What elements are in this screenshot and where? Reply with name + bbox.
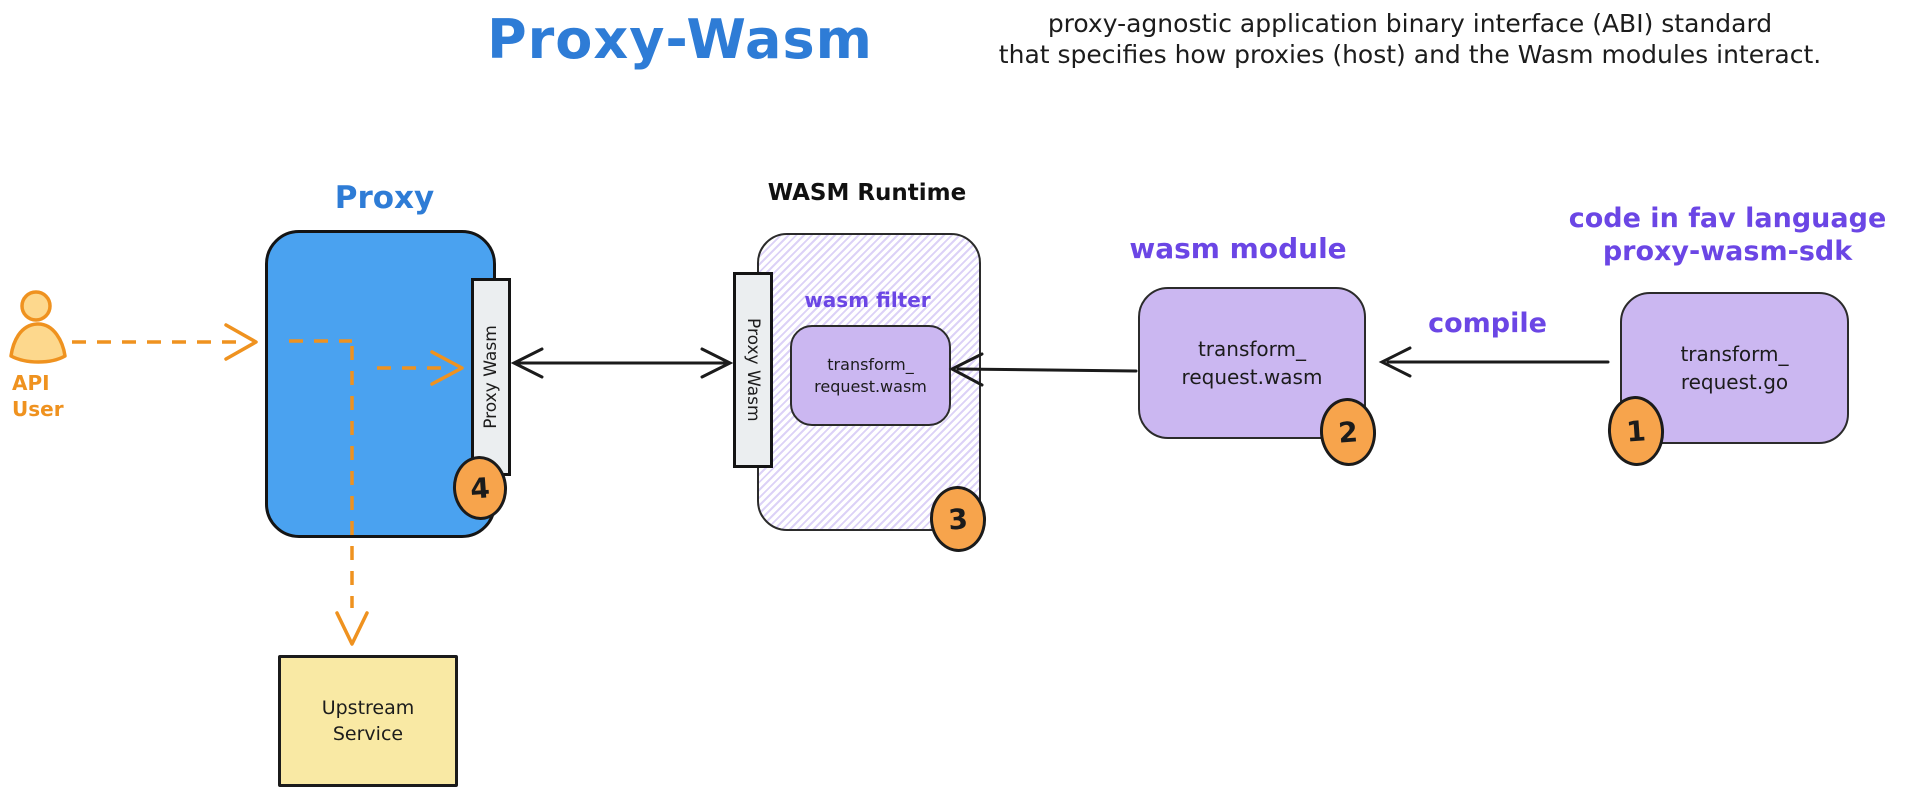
- person-icon: [9, 290, 67, 364]
- step-badge-2-number: 2: [1337, 414, 1359, 450]
- compile-arrow: [1378, 346, 1610, 378]
- runtime-file-line-1: transform_: [827, 354, 914, 374]
- api-user-label-line-1: API: [12, 371, 50, 395]
- code-file-line-1: transform_: [1680, 342, 1789, 366]
- upstream-label-line-2: Service: [332, 723, 404, 745]
- step-badge-1-number: 1: [1625, 413, 1647, 449]
- wasm-module-title: wasm module: [1129, 232, 1347, 265]
- proxy-title: Proxy: [334, 180, 435, 216]
- wasm-file-box-in-runtime: transform_ request.wasm: [790, 325, 951, 426]
- source-code-box: transform_ request.go: [1620, 292, 1849, 444]
- code-title-line-2: proxy-wasm-sdk: [1602, 236, 1853, 267]
- diagram-subtitle: proxy-agnostic application binary interf…: [900, 8, 1920, 70]
- code-title-line-1: code in fav language: [1568, 203, 1887, 234]
- module-file-line-2: request.wasm: [1181, 365, 1323, 389]
- proxy-wasm-bar-on-runtime: Proxy Wasm: [733, 272, 773, 468]
- step-badge-4-number: 4: [469, 470, 491, 506]
- api-user-label-line-2: User: [12, 397, 64, 421]
- proxy-runtime-double-arrow: [510, 347, 734, 379]
- subtitle-line-1: proxy-agnostic application binary interf…: [1047, 9, 1773, 38]
- step-badge-2: 2: [1317, 396, 1379, 468]
- api-user: API User: [6, 284, 86, 422]
- proxy-wasm-bar-label: Proxy Wasm: [481, 325, 501, 429]
- upstream-label-line-1: Upstream: [321, 697, 415, 719]
- code-file-line-2: request.go: [1680, 370, 1789, 394]
- user-to-proxy-arrow: [72, 323, 258, 361]
- page-title: Proxy-Wasm: [487, 8, 873, 71]
- compile-label: compile: [1428, 308, 1547, 339]
- step-badge-3-number: 3: [947, 501, 969, 537]
- runtime-file-line-2: request.wasm: [814, 376, 927, 396]
- wasm-filter-label: wasm filter: [804, 288, 931, 312]
- proxy-wasm-bar-on-proxy: Proxy Wasm: [471, 278, 511, 476]
- runtime-bar-label: Proxy Wasm: [743, 318, 763, 422]
- wasm-runtime-title: WASM Runtime: [767, 180, 967, 206]
- code-box-title: code in fav language proxy-wasm-sdk: [1535, 202, 1920, 268]
- upstream-service-box: Upstream Service: [278, 655, 458, 787]
- module-file-line-1: transform_: [1197, 337, 1307, 361]
- api-user-label: API User: [12, 370, 86, 422]
- subtitle-line-2: that specifies how proxies (host) and th…: [998, 40, 1822, 69]
